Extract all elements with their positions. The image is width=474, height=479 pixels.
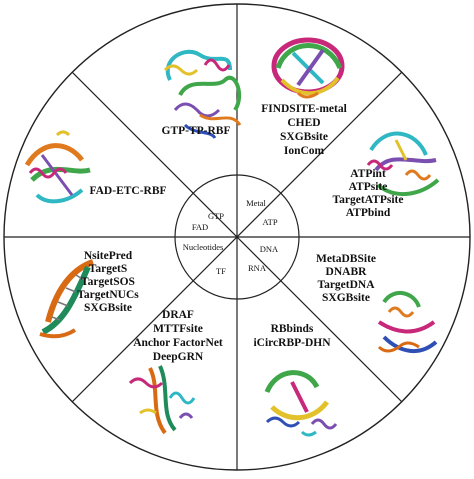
sector-nucleotides-labels: NsitePred TargetS TargetSOS TargetNUCs S… xyxy=(77,250,139,314)
gtp-protein-structure xyxy=(163,49,242,140)
metal-tool-1: FINDSITE-metal xyxy=(261,103,347,115)
metal-tool-2: CHED xyxy=(287,117,320,129)
dna-tool-2: DNABR xyxy=(326,266,368,278)
dna-protein-structure xyxy=(377,291,438,354)
atp-tool-4: ATPbind xyxy=(346,207,391,219)
inner-label-nucleotides: Nucleotides xyxy=(183,242,224,252)
tf-tool-4: DeepGRN xyxy=(153,351,204,363)
metal-tool-4: IonCom xyxy=(284,145,325,157)
sector-metal-labels: FINDSITE-metal CHED SXGBsite IonCom xyxy=(261,103,347,157)
nucleotides-tool-5: SXGBsite xyxy=(84,302,132,314)
nucleotides-tool-2: TargetS xyxy=(89,263,128,275)
gtp-tool-1: GTP-TP-RBF xyxy=(162,125,231,137)
inner-label-metal: Metal xyxy=(246,198,266,208)
dna-tool-3: TargetDNA xyxy=(317,279,375,291)
sector-dividers xyxy=(4,4,470,470)
inner-label-dna: DNA xyxy=(260,244,279,254)
nucleotides-tool-1: NsitePred xyxy=(84,250,133,262)
inner-category-labels: GTP Metal FAD ATP Nucleotides DNA TF RNA xyxy=(183,198,279,276)
sector-tf-labels: DRAF MTTFsite Anchor FactorNet DeepGRN xyxy=(133,309,223,363)
dna-tool-1: MetaDBSite xyxy=(316,253,376,265)
tf-protein-structure xyxy=(128,365,196,435)
inner-label-gtp: GTP xyxy=(208,211,224,221)
fad-protein-structure xyxy=(24,130,91,204)
nucleotides-tool-4: TargetNUCs xyxy=(77,289,139,301)
tf-tool-3: Anchor FactorNet xyxy=(133,337,223,349)
nucleotides-tool-3: TargetSOS xyxy=(81,276,135,288)
sector-gtp-labels: GTP-TP-RBF xyxy=(162,125,231,137)
fad-tool-1: FAD-ETC-RBF xyxy=(89,185,166,197)
metal-tool-3: SXGBsite xyxy=(280,131,328,143)
nucleotides-dna-structure xyxy=(39,259,95,339)
tf-tool-1: DRAF xyxy=(162,309,194,321)
inner-label-tf: TF xyxy=(216,266,226,276)
atp-tool-1: ATPint xyxy=(350,168,386,180)
inner-label-rna: RNA xyxy=(248,263,267,273)
atp-tool-2: ATPsite xyxy=(349,181,388,193)
metal-protein-structure xyxy=(271,37,345,99)
inner-label-atp: ATP xyxy=(262,217,277,227)
rna-protein-structure xyxy=(264,370,338,437)
divider-diagonal-b xyxy=(71,71,403,403)
atp-protein-structure xyxy=(366,131,440,197)
atp-tool-3: TargetATPsite xyxy=(333,194,404,206)
dna-tool-4: SXGBsite xyxy=(322,292,370,304)
sector-dna-labels: MetaDBSite DNABR TargetDNA SXGBsite xyxy=(316,253,376,304)
sector-rna-labels: RBbinds iCircRBP-DHN xyxy=(253,323,331,349)
rna-tool-2: iCircRBP-DHN xyxy=(253,337,331,349)
inner-label-fad: FAD xyxy=(192,222,208,232)
sector-atp-labels: ATPint ATPsite TargetATPsite ATPbind xyxy=(333,168,404,219)
tf-tool-2: MTTFsite xyxy=(153,323,203,335)
sector-fad-labels: FAD-ETC-RBF xyxy=(89,185,166,197)
rna-tool-1: RBbinds xyxy=(271,323,314,335)
